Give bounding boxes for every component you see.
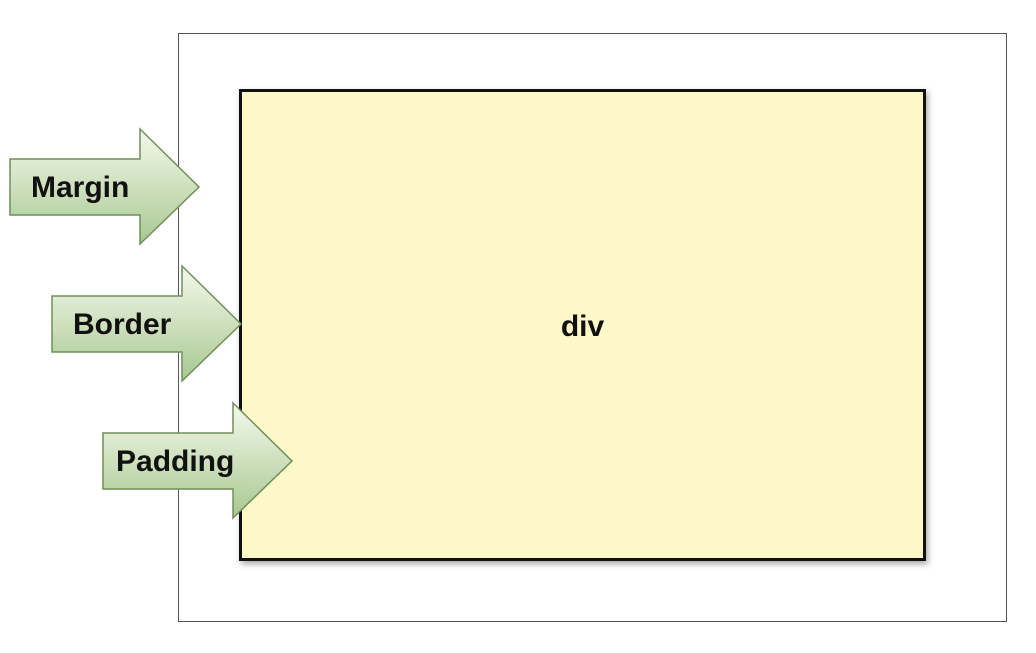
border-arrow-icon xyxy=(51,264,243,383)
border-arrow: Border xyxy=(51,264,243,383)
margin-arrow: Margin xyxy=(9,127,201,246)
padding-label: Padding xyxy=(116,445,235,478)
border-label: Border xyxy=(73,308,172,341)
padding-arrow-icon xyxy=(102,401,294,520)
margin-arrow-icon xyxy=(9,127,201,246)
padding-arrow: Padding xyxy=(102,401,294,520)
div-element-box: div xyxy=(239,89,926,561)
div-label: div xyxy=(560,310,605,343)
margin-label: Margin xyxy=(31,171,130,204)
